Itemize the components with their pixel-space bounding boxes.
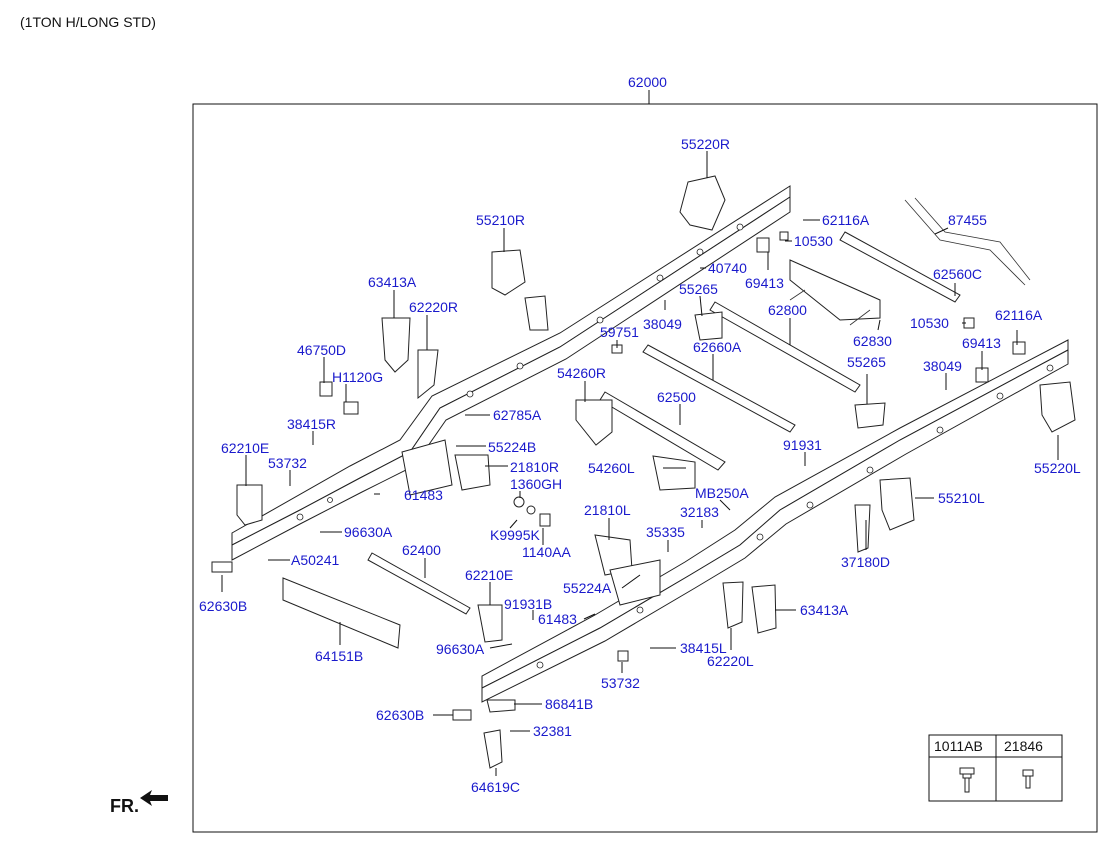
label-62785A[interactable]: 62785A (493, 407, 542, 423)
legend-col-1011AB[interactable]: 1011AB (934, 738, 983, 754)
label-87455[interactable]: 87455 (948, 212, 987, 228)
label-86841B[interactable]: 86841B (545, 696, 593, 712)
label-10530-right[interactable]: 10530 (910, 315, 949, 331)
label-62116A-top[interactable]: 62116A (822, 212, 870, 228)
label-96630A-mid[interactable]: 96630A (436, 641, 485, 657)
label-54260R[interactable]: 54260R (557, 365, 606, 381)
label-21810R[interactable]: 21810R (510, 459, 559, 475)
label-64151B[interactable]: 64151B (315, 648, 363, 664)
label-37180D[interactable]: 37180D (841, 554, 890, 570)
label-21810L[interactable]: 21810L (584, 502, 631, 518)
label-A50241[interactable]: A50241 (291, 552, 339, 568)
label-32183[interactable]: 32183 (680, 504, 719, 520)
label-55220R[interactable]: 55220R (681, 136, 730, 152)
label-38415R[interactable]: 38415R (287, 416, 336, 432)
label-62660A[interactable]: 62660A (693, 339, 742, 355)
label-54260L[interactable]: 54260L (588, 460, 635, 476)
label-32381[interactable]: 32381 (533, 723, 572, 739)
label-55220L[interactable]: 55220L (1034, 460, 1081, 476)
label-62210E-mid[interactable]: 62210E (465, 567, 513, 583)
flange-bolt-icon (959, 767, 975, 793)
label-91931[interactable]: 91931 (783, 437, 822, 453)
fr-label: FR. (110, 796, 139, 816)
label-62830[interactable]: 62830 (853, 333, 892, 349)
label-10530-top[interactable]: 10530 (794, 233, 833, 249)
label-62630B-bottom[interactable]: 62630B (376, 707, 424, 723)
label-62220R[interactable]: 62220R (409, 299, 458, 315)
assembly-frame-box (192, 103, 1098, 833)
cross-members (367, 197, 1031, 615)
label-62560C[interactable]: 62560C (933, 266, 982, 282)
label-62220L[interactable]: 62220L (707, 653, 754, 669)
label-62210E-left[interactable]: 62210E (221, 440, 269, 456)
label-1360GH[interactable]: 1360GH (510, 476, 562, 492)
front-arrow-icon (140, 790, 168, 806)
rail-holes (296, 223, 1054, 669)
label-38049-right[interactable]: 38049 (923, 358, 962, 374)
label-69413-right[interactable]: 69413 (962, 335, 1001, 351)
label-53732-bottom[interactable]: 53732 (601, 675, 640, 691)
label-H1120G[interactable]: H1120G (332, 369, 383, 385)
label-MB250A[interactable]: MB250A (695, 485, 749, 501)
label-38415L[interactable]: 38415L (680, 640, 727, 656)
legend-col-21846[interactable]: 21846 (1004, 738, 1043, 754)
label-61483-mid[interactable]: 61483 (538, 611, 577, 627)
bolt-icon (1022, 769, 1034, 789)
label-38049-top[interactable]: 38049 (643, 316, 682, 332)
label-35335[interactable]: 35335 (646, 524, 685, 540)
label-55210L[interactable]: 55210L (938, 490, 985, 506)
leader-lines (221, 151, 1059, 776)
label-62630B-left[interactable]: 62630B (199, 598, 247, 614)
label-64619C[interactable]: 64619C (471, 779, 520, 795)
label-62000[interactable]: 62000 (628, 74, 667, 90)
label-63413A-right[interactable]: 63413A (800, 602, 849, 618)
label-62400[interactable]: 62400 (402, 542, 441, 558)
label-62800[interactable]: 62800 (768, 302, 807, 318)
label-55224B[interactable]: 55224B (488, 439, 536, 455)
front-direction-indicator: FR. (110, 790, 168, 816)
label-55224A[interactable]: 55224A (563, 580, 612, 596)
label-62116A-right[interactable]: 62116A (995, 307, 1043, 323)
label-55210R[interactable]: 55210R (476, 212, 525, 228)
label-1140AA[interactable]: 1140AA (522, 544, 571, 560)
label-63413A-top[interactable]: 63413A (368, 274, 417, 290)
label-59751[interactable]: 59751 (600, 324, 639, 340)
label-55265-top[interactable]: 55265 (679, 281, 718, 297)
label-K9995K[interactable]: K9995K (490, 527, 540, 543)
label-61483-left[interactable]: 61483 (404, 487, 443, 503)
label-62500[interactable]: 62500 (657, 389, 696, 405)
label-40740[interactable]: 40740 (708, 260, 747, 276)
chassis-frame (211, 175, 1076, 769)
fastener-legend-table: 1011AB 21846 (928, 734, 1063, 802)
label-55265-mid[interactable]: 55265 (847, 354, 886, 370)
label-91931B[interactable]: 91931B (504, 596, 552, 612)
label-53732-left[interactable]: 53732 (268, 455, 307, 471)
label-96630A-left[interactable]: 96630A (344, 524, 393, 540)
variant-title: (1TON H/LONG STD) (20, 14, 156, 30)
part-labels: 55220R 62116A 87455 55210R 10530 40740 6… (199, 136, 1081, 795)
label-69413-top[interactable]: 69413 (745, 275, 784, 291)
brackets (236, 175, 1076, 769)
label-46750D[interactable]: 46750D (297, 342, 346, 358)
